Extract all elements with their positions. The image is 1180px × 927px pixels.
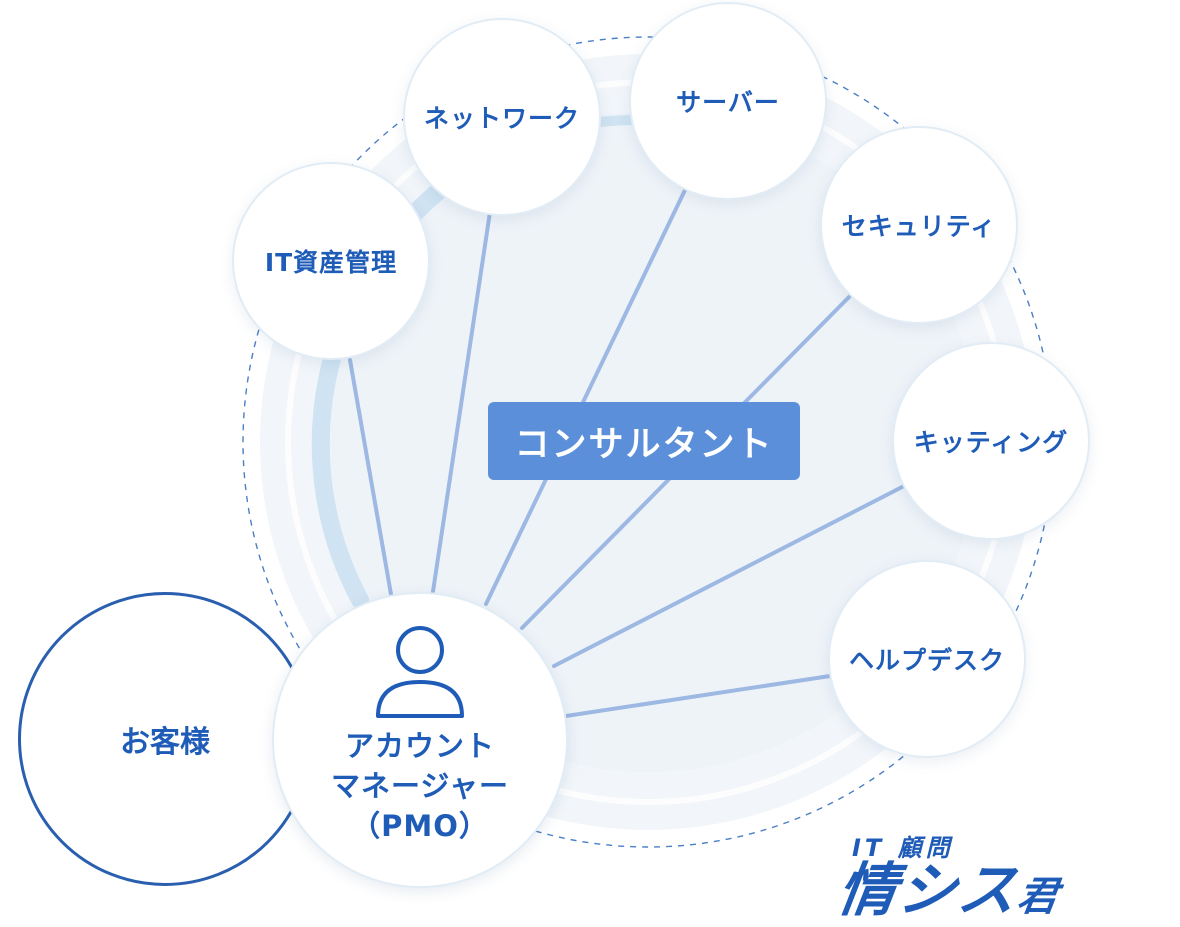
node-kitting-label: キッティング <box>913 428 1069 457</box>
pmo-circle: アカウント マネージャー （PMO） <box>272 592 568 888</box>
customer-label: お客様 <box>120 725 210 760</box>
node-helpdesk-label: ヘルプデスク <box>848 646 1005 675</box>
pmo-line-1: アカウント <box>344 729 495 763</box>
node-helpdesk: ヘルプデスク <box>828 560 1026 758</box>
logo-wordmark: 情シス君 <box>833 856 1065 927</box>
node-network: ネットワーク <box>403 18 601 216</box>
spoke-server <box>484 186 688 606</box>
logo-suffix: 君 <box>1014 874 1063 920</box>
logo-main-text: 情シス <box>833 856 1024 924</box>
node-it-asset-label: IT資産管理 <box>264 248 398 277</box>
spoke-network <box>430 210 492 600</box>
consultant-label: コンサルタント <box>488 402 800 480</box>
node-security-label: セキュリティ <box>841 212 997 241</box>
spoke-kitting <box>552 484 906 668</box>
spoke-helpdesk <box>564 674 832 718</box>
person-icon <box>376 626 464 718</box>
customer-circle: お客様 <box>18 592 312 886</box>
brand-logo: IT 顧問 情シス君 <box>834 828 1178 926</box>
node-server-label: サーバー <box>676 88 780 117</box>
consultant-text: コンサルタント <box>514 424 774 465</box>
node-it-asset: IT資産管理 <box>232 162 430 360</box>
pmo-line-2: マネージャー <box>331 769 509 803</box>
node-server: サーバー <box>629 2 827 200</box>
node-network-label: ネットワーク <box>423 104 580 133</box>
node-kitting: キッティング <box>892 342 1090 540</box>
logo-tagline: IT 顧問 <box>852 834 954 862</box>
pmo-line-3: （PMO） <box>351 809 489 843</box>
spoke-it-asset <box>348 358 394 602</box>
node-security: セキュリティ <box>820 126 1018 324</box>
